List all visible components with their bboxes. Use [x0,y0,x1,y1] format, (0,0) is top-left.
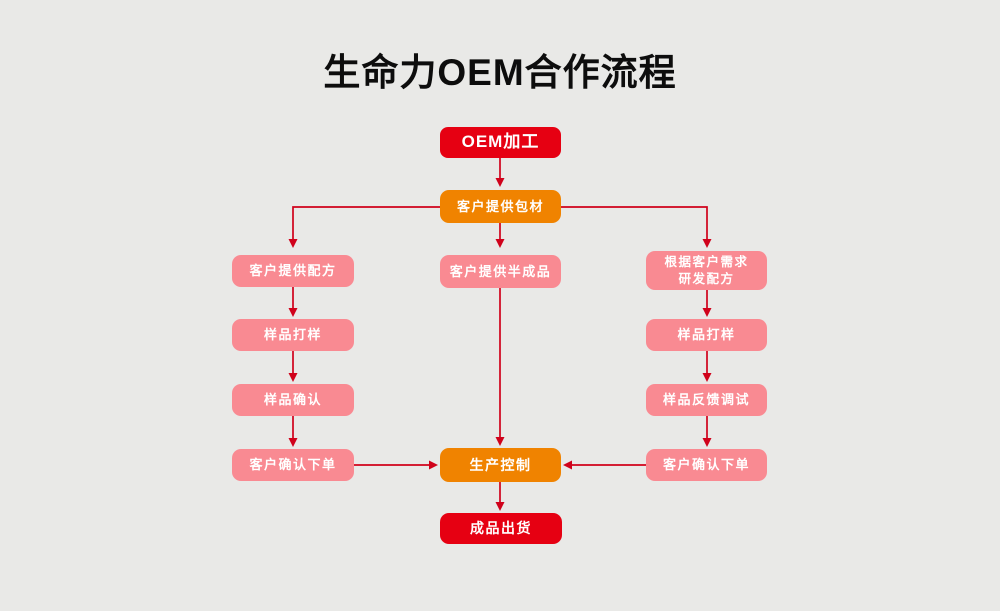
node-customer-order-left: 客户确认下单 [232,449,354,481]
node-sample-making-right: 样品打样 [646,319,767,351]
node-customer-packaging: 客户提供包材 [440,190,561,223]
node-production-control: 生产控制 [440,448,561,482]
node-sample-feedback-tuning: 样品反馈调试 [646,384,767,416]
edge-packaging-to-right [561,206,712,248]
node-rd-formula-line2: 研发配方 [678,271,735,286]
node-sample-making-left: 样品打样 [232,319,354,351]
node-rd-formula-line1: 根据客户需求 [664,254,749,269]
node-rd-formula-per-need: 根据客户需求 研发配方 [646,251,767,290]
node-customer-order-right: 客户确认下单 [646,449,767,481]
node-finished-goods-shipping: 成品出货 [440,513,562,544]
node-customer-formula: 客户提供配方 [232,255,354,287]
node-sample-confirm: 样品确认 [232,384,354,416]
edge-packaging-to-left [288,206,440,248]
node-oem-processing: OEM加工 [440,127,561,158]
node-customer-semifinished: 客户提供半成品 [440,255,561,288]
diagram-title: 生命力OEM合作流程 [323,52,677,93]
